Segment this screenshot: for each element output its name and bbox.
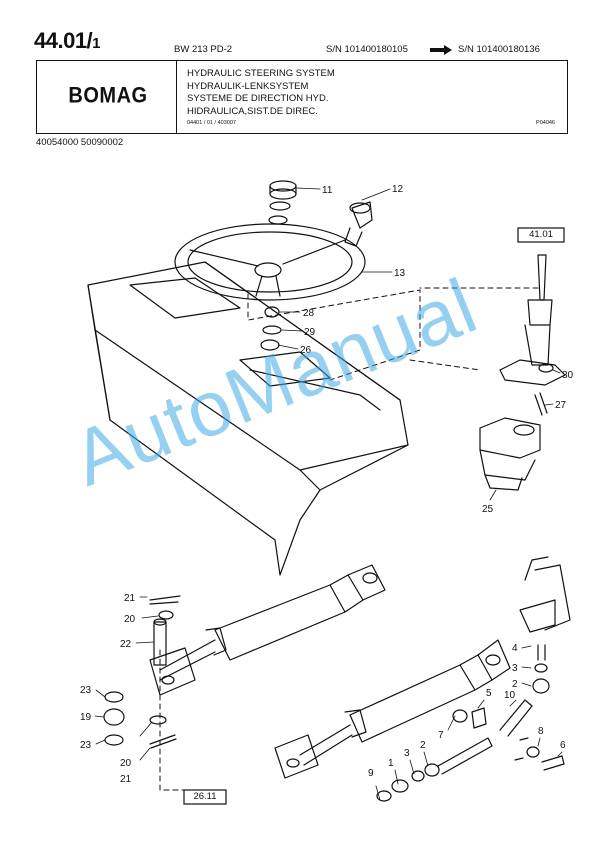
page-number: 44.01/1 <box>34 28 101 53</box>
ref-box-top <box>517 227 565 243</box>
cap-part-11 <box>268 180 297 225</box>
steering-unit-25 <box>479 417 541 491</box>
callout-9: 9 <box>368 768 374 779</box>
callout-25: 25 <box>482 504 494 515</box>
callout-5: 5 <box>486 688 492 699</box>
serial-to: S/N 101400180136 <box>458 44 540 55</box>
title-de: HYDRAULIK-LENKSYSTEM <box>187 80 309 92</box>
doc-reference: 04401 / 01 / 403007 <box>187 120 236 126</box>
callout-2-right: 2 <box>512 679 518 690</box>
ref-box-top-label: 41.01 <box>529 229 553 240</box>
pin-and-washers <box>103 595 181 749</box>
model-label: BW 213 PD-2 <box>174 44 233 55</box>
bomag-logo: BOMAG <box>68 83 148 109</box>
title-block: BOMAG HYDRAULIC STEERING SYSTEM HYDRAULI… <box>36 60 568 134</box>
callout-3-right: 3 <box>512 663 518 674</box>
ref-box-bottom <box>183 789 227 805</box>
callout-29: 29 <box>304 327 316 338</box>
callout-13: 13 <box>394 268 406 279</box>
callout-6: 6 <box>560 740 566 751</box>
callout-30: 30 <box>562 370 574 381</box>
arrow-right-icon <box>430 45 452 58</box>
callout-19: 19 <box>80 712 92 723</box>
upper-cylinder <box>149 564 386 696</box>
callout-22: 22 <box>120 639 132 650</box>
callout-11: 11 <box>322 185 333 196</box>
callout-27: 27 <box>555 400 567 411</box>
lower-cylinder <box>274 639 511 779</box>
callout-23-top: 23 <box>80 685 92 696</box>
callout-20-top: 20 <box>124 614 136 625</box>
callout-20-bottom: 20 <box>120 758 132 769</box>
callout-7: 7 <box>438 730 444 741</box>
title-es: HIDRAULICA,SIST.DE DIREC. <box>187 105 318 117</box>
callout-2-bottom: 2 <box>420 740 426 751</box>
title-en: HYDRAULIC STEERING SYSTEM <box>187 68 335 79</box>
console-body <box>87 261 409 576</box>
callout-10: 10 <box>504 690 516 701</box>
callout-26: 26 <box>300 345 312 356</box>
callout-8: 8 <box>538 726 544 737</box>
doc-code: P04046 <box>536 120 555 126</box>
part-numbers: 40054000 50090002 <box>36 137 124 148</box>
title-lines: HYDRAULIC STEERING SYSTEM HYDRAULIK-LENK… <box>187 68 335 118</box>
hose-fittings <box>376 556 571 802</box>
serial-from: S/N 101400180105 <box>326 44 408 55</box>
title-fr: SYSTEME DE DIRECTION HYD. <box>187 93 329 104</box>
callout-3-bottom: 3 <box>404 748 410 759</box>
callout-21-bottom: 21 <box>120 774 132 785</box>
callout-28: 28 <box>303 308 315 319</box>
callout-4: 4 <box>512 643 518 654</box>
callout-23-bottom: 23 <box>80 740 92 751</box>
ref-box-bottom-label: 26.11 <box>193 791 217 802</box>
steering-column <box>499 254 566 416</box>
steering-wheel <box>174 223 366 301</box>
callout-labels: 11 12 13 28 29 26 30 27 25 21 20 22 23 1… <box>80 184 574 785</box>
callout-12: 12 <box>392 184 404 195</box>
title-divider <box>176 61 177 133</box>
callout-1: 1 <box>388 758 394 769</box>
callout-21-top: 21 <box>124 593 136 604</box>
knob-part-12 <box>344 201 373 247</box>
